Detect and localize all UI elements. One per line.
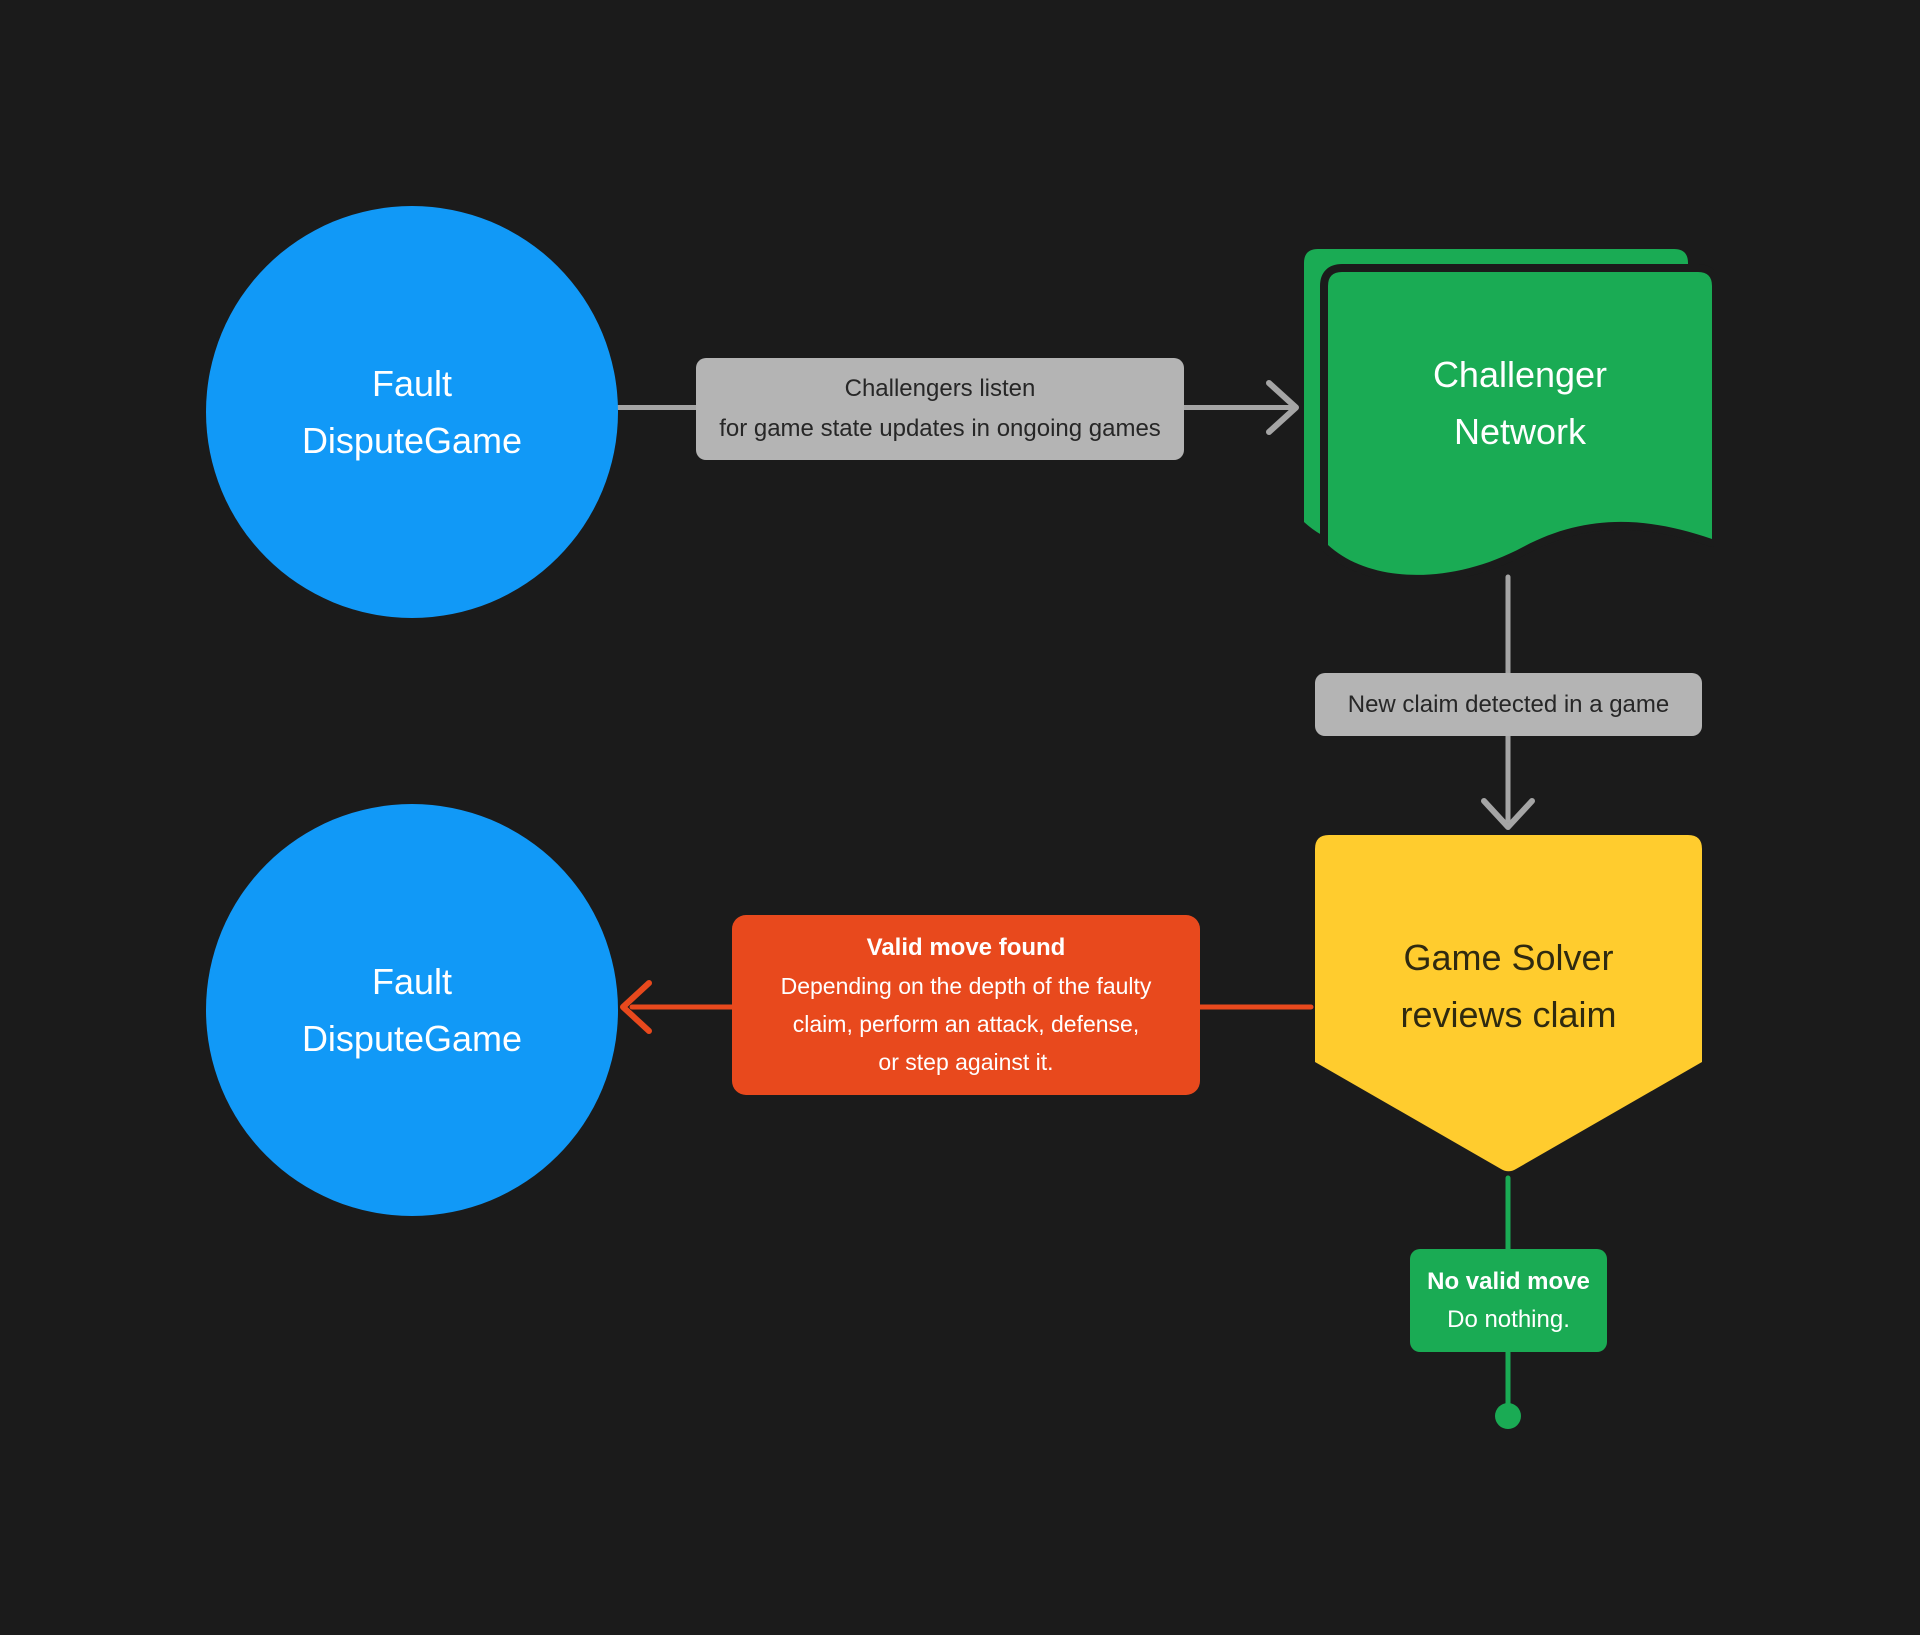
arrowhead-down-icon (1481, 798, 1535, 830)
node-label: Game Solver reviews claim (1400, 937, 1617, 1035)
arrowhead-right-icon (1266, 380, 1299, 435)
no-valid-move-body: Do nothing. (1447, 1305, 1570, 1333)
pentagon-down-shape-icon (1315, 835, 1702, 1172)
terminal-dot-icon (1495, 1403, 1521, 1429)
no-valid-move-title: No valid move (1427, 1267, 1590, 1295)
node-challenger-network (1304, 249, 1714, 577)
node-label: Fault DisputeGame (301, 363, 523, 461)
edge-label-text: Challengers listen for game state update… (719, 375, 1161, 442)
node-label: Challenger Network (1432, 353, 1608, 452)
node-fault-disputegame-top: Fault DisputeGame (206, 206, 618, 618)
node-game-solver (1315, 835, 1702, 1172)
valid-move-title: Valid move found (866, 934, 1066, 961)
edge-label-text: New claim detected in a game (1347, 690, 1670, 718)
document-front-shape-icon (1320, 264, 1714, 577)
node-challenger-network-label-area: Challenger Network (1328, 285, 1712, 520)
arrowhead-left-icon (620, 980, 652, 1034)
node-game-solver-label-area: Game Solver reviews claim (1315, 872, 1702, 1100)
node-fault-disputegame-bottom: Fault DisputeGame (206, 804, 618, 1216)
edge-label-valid-move: Valid move found Depending on the depth … (732, 915, 1200, 1095)
edge-label-challengers-listen: Challengers listen for game state update… (696, 358, 1184, 460)
valid-move-body: Depending on the depth of the faulty cla… (780, 973, 1152, 1075)
edge-label-new-claim: New claim detected in a game (1315, 673, 1702, 736)
node-label: Fault DisputeGame (301, 961, 523, 1059)
edge-label-no-valid-move: No valid move Do nothing. (1410, 1249, 1607, 1352)
